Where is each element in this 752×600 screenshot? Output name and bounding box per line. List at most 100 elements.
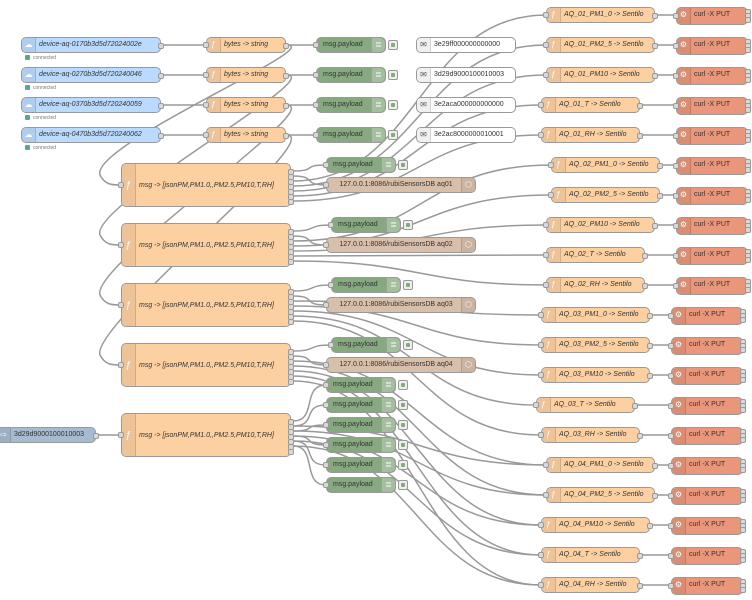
input-port[interactable] [673,73,679,79]
input-port[interactable] [543,222,549,228]
exec-node[interactable]: ⚙curl -X PUT [668,427,746,445]
exec-node[interactable]: ⚙curl -X PUT [673,247,751,265]
exec-node[interactable]: ⚙curl -X PUT [668,517,746,535]
output-port[interactable] [740,437,746,443]
output-port[interactable] [632,403,638,409]
exec-node[interactable]: ⚙curl -X PUT [668,487,746,505]
exec-node[interactable]: ⚙curl -X PUT [668,367,746,385]
debug-node[interactable]: ≣msg.payload [328,337,413,353]
output-port[interactable] [158,133,164,139]
debug-node[interactable]: ≣msg.payload [313,127,398,143]
output-port[interactable] [745,287,751,293]
input-port[interactable] [323,442,329,448]
debug-toggle-button[interactable] [388,70,398,80]
output-port[interactable] [288,259,294,265]
exec-node[interactable]: ⚙curl -X PUT [668,337,746,355]
input-port[interactable] [673,43,679,49]
debug-toggle-button[interactable] [398,420,408,430]
input-port[interactable] [118,432,124,438]
input-port[interactable] [668,463,674,469]
input-port[interactable] [323,422,329,428]
input-port[interactable] [118,242,124,248]
input-port[interactable] [668,553,674,559]
output-port[interactable] [745,17,751,23]
input-port[interactable] [543,42,549,48]
debug-node[interactable]: ≣msg.payload [323,417,408,433]
debug-toggle-button[interactable] [398,480,408,490]
input-port[interactable] [323,462,329,468]
input-port[interactable] [673,253,679,259]
input-port[interactable] [548,192,554,198]
mqtt-in-node[interactable]: ☁device-aq-0470b3d5d720240062 [21,127,164,143]
input-port[interactable] [203,102,209,108]
input-port[interactable] [668,523,674,529]
debug-toggle-button[interactable] [403,280,413,290]
debug-node[interactable]: ≣msg.payload [323,457,408,473]
debug-node[interactable]: ≣msg.payload [328,217,413,233]
output-port[interactable] [740,527,746,533]
inject-node[interactable]: ⇨3d29d9000100010003 [0,427,99,443]
exec-node[interactable]: ⚙curl -X PUT [673,7,751,25]
output-port[interactable] [652,13,658,19]
output-port[interactable] [637,433,643,439]
input-port[interactable] [313,72,319,78]
debug-toggle-button[interactable] [398,400,408,410]
wire[interactable] [292,164,327,172]
output-port[interactable] [158,43,164,49]
wire[interactable] [292,284,332,292]
wire[interactable] [99,44,292,186]
input-port[interactable] [548,162,554,168]
debug-toggle-button[interactable] [398,380,408,390]
input-port[interactable] [313,132,319,138]
wire[interactable] [292,384,327,422]
input-port[interactable] [543,72,549,78]
input-port[interactable] [118,182,124,188]
output-port[interactable] [158,73,164,79]
input-port[interactable] [673,103,679,109]
output-port[interactable] [283,73,289,79]
wire[interactable] [292,260,547,286]
debug-node[interactable]: ≣msg.payload [323,397,408,413]
input-port[interactable] [668,433,674,439]
input-port[interactable] [323,382,329,388]
output-port[interactable] [745,167,751,173]
input-port[interactable] [313,102,319,108]
comment-node[interactable]: ✉3e2ac8000000010001 [416,127,516,143]
output-port[interactable] [740,407,746,413]
exec-node[interactable]: ⚙curl -X PUT [673,127,751,145]
influxdb-out-node[interactable]: ⬡127.0.0.1:8086/rubiSensorsDB aq04 [323,357,476,373]
output-port[interactable] [647,373,653,379]
input-port[interactable] [543,252,549,258]
output-port[interactable] [745,257,751,263]
output-port[interactable] [652,463,658,469]
debug-toggle-button[interactable] [398,460,408,470]
output-port[interactable] [158,103,164,109]
debug-toggle-button[interactable] [388,100,398,110]
wire[interactable] [292,310,542,376]
comment-node[interactable]: ✉3e2aca000000000000 [416,97,516,113]
input-port[interactable] [673,223,679,229]
influxdb-out-node[interactable]: ⬡127.0.0.1:8086/rubiSensorsDB aq03 [323,297,476,313]
input-port[interactable] [543,492,549,498]
input-port[interactable] [118,302,124,308]
input-port[interactable] [543,12,549,18]
output-port[interactable] [652,43,658,49]
input-port[interactable] [538,432,544,438]
output-port[interactable] [647,523,653,529]
exec-node[interactable]: ⚙curl -X PUT [673,37,751,55]
input-port[interactable] [668,313,674,319]
output-port[interactable] [745,137,751,143]
